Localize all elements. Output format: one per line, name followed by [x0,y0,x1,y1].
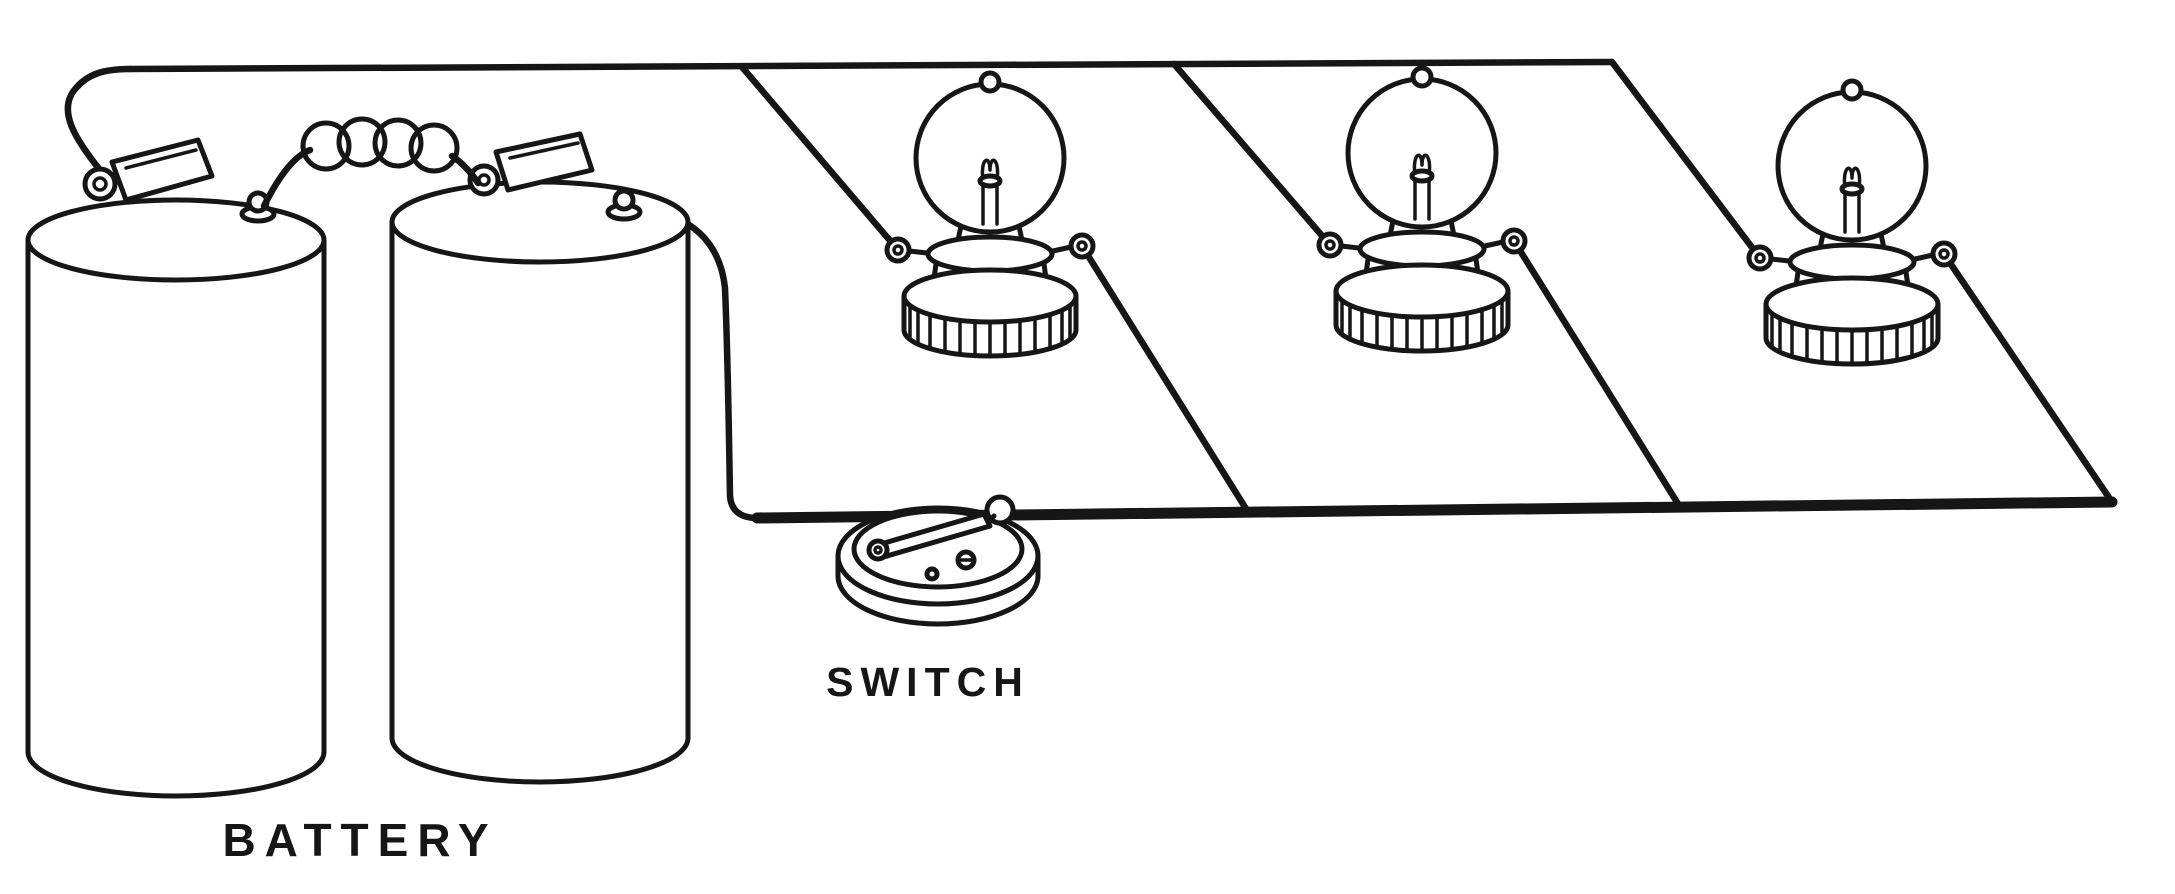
cell-terminal-clip [467,131,595,197]
wire-top-bus [126,58,1616,73]
wire-branch-bulb-3-out [1940,250,2116,506]
light-bulb-2 [1319,68,1525,351]
switch-pivot-dot [873,545,883,555]
light-bulb-1 [887,73,1093,356]
switch-base-rim [851,508,1025,590]
cell-body [389,219,691,785]
light-bulb-3 [1749,81,1955,364]
battery-label: BATTERY [222,814,497,866]
switch-detail [924,566,940,582]
wire-branch-bulb-2-in [1170,60,1334,249]
wire-branch-bulb-1-out [1078,242,1252,516]
cell-terminal-post [605,188,643,222]
battery-cell-1 [25,137,327,799]
cell-top [25,197,327,283]
switch-label: SWITCH [826,659,1030,705]
wire-battery-to-top-bus [64,65,134,174]
wire-branch-bulb-3-in [1608,58,1764,262]
switch-pivot [866,538,890,562]
wire-battery-to-switch [632,202,761,522]
wire-branch-bulb-1-in [738,63,902,254]
coil-jumper-wire [260,116,482,210]
wire-branch-bulb-2-out [1510,237,1684,511]
cell-terminal-clip [82,137,215,203]
cell-top [389,179,691,265]
switch [835,494,1041,627]
cell-body [25,237,327,799]
switch-knob-stem [985,513,997,525]
battery-cell-2 [389,131,691,785]
